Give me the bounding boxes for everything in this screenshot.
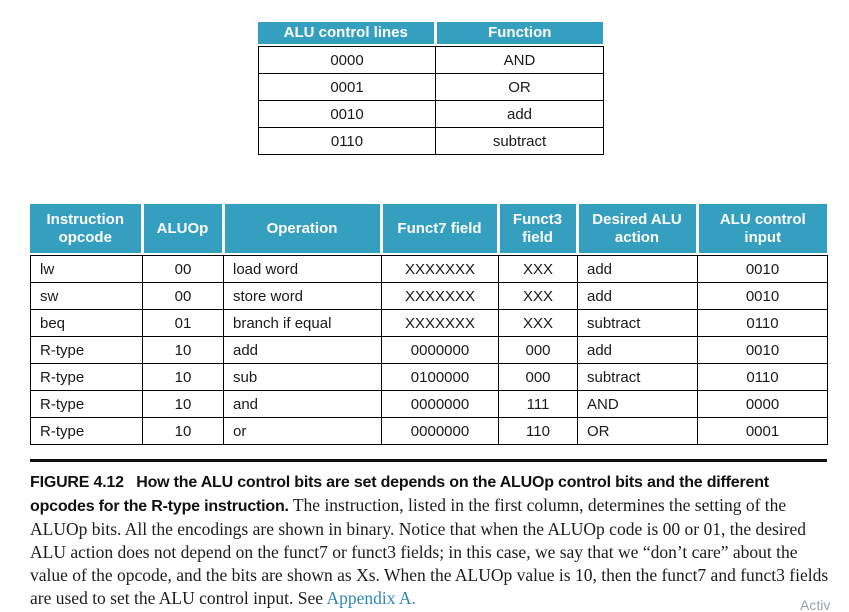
table-cell: add <box>577 336 698 364</box>
figure-caption: FIGURE 4.12 How the ALU control bits are… <box>30 470 833 610</box>
table-cell: 0000000 <box>381 390 499 418</box>
table-cell: 0110 <box>258 127 436 155</box>
table-cell: 0000000 <box>381 417 499 445</box>
table-cell: XXXXXXX <box>381 255 499 283</box>
caption-divider <box>30 459 827 462</box>
table-cell: sub <box>223 363 382 391</box>
table-cell: 0001 <box>697 417 828 445</box>
table-cell: AND <box>577 390 698 418</box>
table-cell: 00 <box>142 282 224 310</box>
table-cell: 110 <box>498 417 578 445</box>
table-cell: OR <box>577 417 698 445</box>
table-cell: XXX <box>498 282 578 310</box>
table-cell: R-type <box>30 363 143 391</box>
table-cell: 0010 <box>697 282 828 310</box>
table-cell: 0000 <box>258 46 436 74</box>
column-header: Funct7 field <box>381 204 500 255</box>
table-cell: 10 <box>142 336 224 364</box>
table-cell: 000 <box>498 336 578 364</box>
table-cell: store word <box>223 282 382 310</box>
table-cell: 10 <box>142 417 224 445</box>
table-cell: 0000 <box>697 390 828 418</box>
table-cell: beq <box>30 309 143 337</box>
caption-bold-title: How the ALU control bits are set depends… <box>30 474 769 515</box>
table-cell: 10 <box>142 363 224 391</box>
table-cell: subtract <box>577 363 698 391</box>
table-cell: add <box>435 100 604 128</box>
table-cell: 10 <box>142 390 224 418</box>
column-header: Funct3 field <box>498 204 579 255</box>
table-cell: branch if equal <box>223 309 382 337</box>
table-cell: 01 <box>142 309 224 337</box>
table-cell: sw <box>30 282 143 310</box>
column-header: Instruction opcode <box>30 204 144 255</box>
table-cell: 00 <box>142 255 224 283</box>
table-cell: 0100000 <box>381 363 499 391</box>
watermark-text-fragment: Activ <box>800 597 831 612</box>
column-header: ALU control input <box>697 204 827 255</box>
column-header: Operation <box>223 204 383 255</box>
column-header: Desired ALU action <box>577 204 699 255</box>
appendix-a-link[interactable]: Appendix A. <box>326 588 416 608</box>
table-cell: R-type <box>30 336 143 364</box>
table-cell: or <box>223 417 382 445</box>
table-cell: 0000000 <box>381 336 499 364</box>
table-cell: 000 <box>498 363 578 391</box>
table-cell: 111 <box>498 390 578 418</box>
table-cell: XXXXXXX <box>381 282 499 310</box>
table-cell: lw <box>30 255 143 283</box>
table-cell: subtract <box>577 309 698 337</box>
table-cell: R-type <box>30 390 143 418</box>
table-cell: 0110 <box>697 309 828 337</box>
table-cell: XXX <box>498 309 578 337</box>
column-header: ALU control lines <box>258 22 437 46</box>
table-cell: 0010 <box>697 336 828 364</box>
table-cell: subtract <box>435 127 604 155</box>
table-cell: R-type <box>30 417 143 445</box>
table-cell: 0010 <box>697 255 828 283</box>
table-cell: AND <box>435 46 604 74</box>
column-header: ALUOp <box>142 204 225 255</box>
table-cell: OR <box>435 73 604 101</box>
caption-body-text: The instruction, listed in the first col… <box>30 495 829 608</box>
table-cell: 0110 <box>697 363 828 391</box>
table-cell: add <box>577 255 698 283</box>
table-cell: load word <box>223 255 382 283</box>
column-header: Function <box>435 22 603 46</box>
table-cell: add <box>223 336 382 364</box>
table-cell: 0001 <box>258 73 436 101</box>
table-cell: add <box>577 282 698 310</box>
table-cell: XXXXXXX <box>381 309 499 337</box>
table-cell: and <box>223 390 382 418</box>
figure-number-label: FIGURE 4.12 <box>30 474 124 491</box>
table-cell: XXX <box>498 255 578 283</box>
table-cell: 0010 <box>258 100 436 128</box>
